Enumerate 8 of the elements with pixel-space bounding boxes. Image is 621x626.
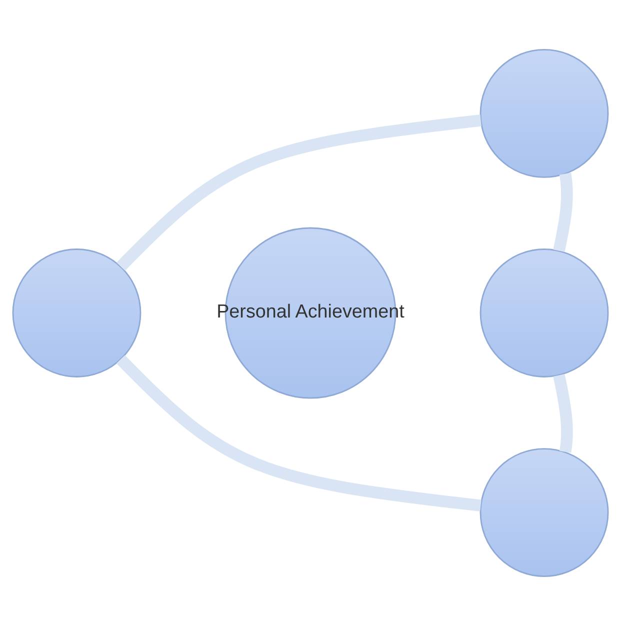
node-circle <box>480 248 609 378</box>
connector <box>553 172 573 252</box>
node-circle <box>12 248 142 378</box>
node-circle <box>480 49 609 178</box>
connector <box>116 114 482 271</box>
node-circle <box>480 448 609 577</box>
connector <box>116 355 482 512</box>
connector <box>553 374 573 453</box>
